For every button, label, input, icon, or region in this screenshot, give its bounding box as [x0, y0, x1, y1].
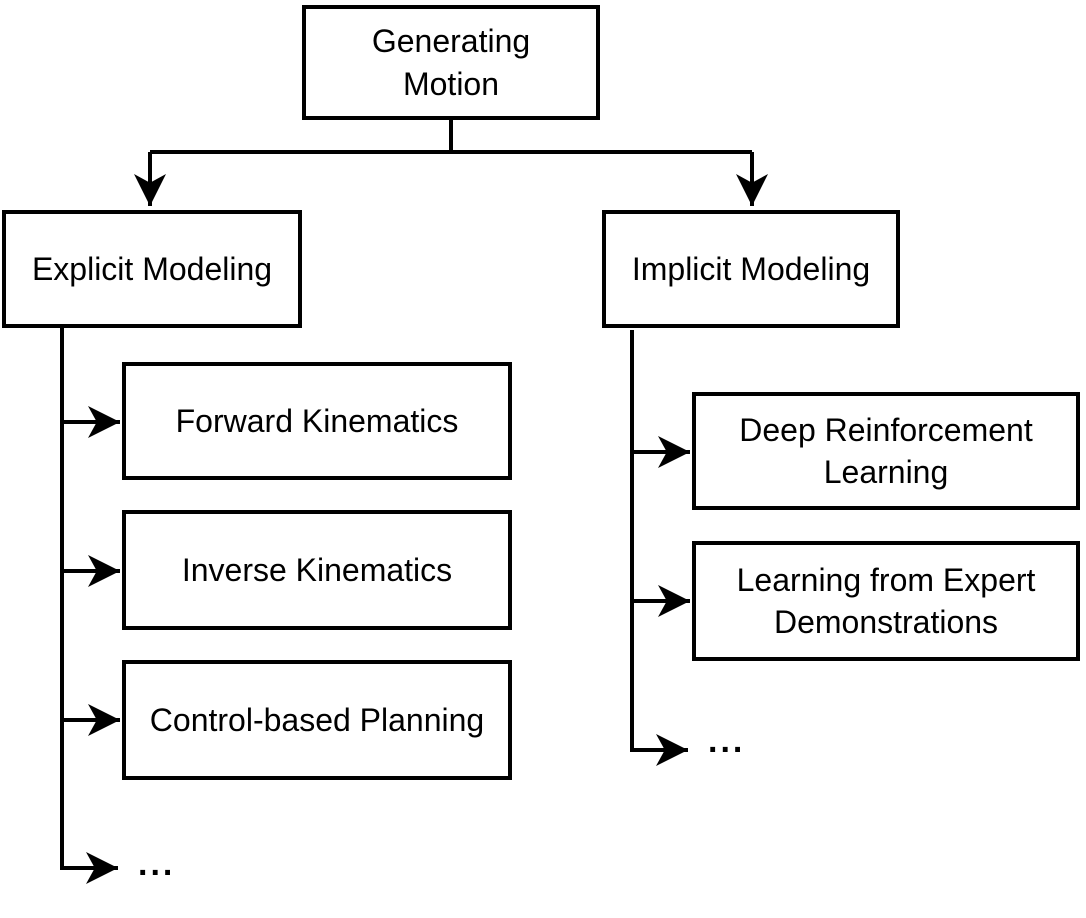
node-learning-from-expert-demonstrations: Learning from Expert Demonstrations [692, 541, 1080, 661]
node-implicit-modeling-label: Implicit Modeling [631, 250, 871, 287]
node-forward-kinematics-label: Forward Kinematics [175, 402, 459, 439]
node-deep-reinforcement-learning-label: Deep Reinforcement Learning [739, 411, 1033, 490]
node-control-based-planning-label: Control-based Planning [149, 701, 485, 738]
node-learning-from-expert-demonstrations-label: Learning from Expert Demonstrations [736, 561, 1036, 640]
explicit-more-ellipsis: ... [138, 845, 176, 883]
node-generating-motion-label: Generating Motion [371, 23, 531, 102]
node-control-based-planning: Control-based Planning [122, 660, 512, 780]
node-forward-kinematics: Forward Kinematics [122, 362, 512, 480]
edge-explicit-rail [60, 328, 118, 884]
node-explicit-modeling: Explicit Modeling [2, 210, 302, 328]
implicit-more-ellipsis: ... [708, 722, 746, 760]
node-inverse-kinematics: Inverse Kinematics [122, 510, 512, 630]
node-deep-reinforcement-learning: Deep Reinforcement Learning [692, 392, 1080, 510]
edge-implicit-rail [630, 330, 688, 766]
node-explicit-modeling-label: Explicit Modeling [31, 250, 273, 287]
node-inverse-kinematics-label: Inverse Kinematics [181, 551, 453, 588]
node-generating-motion: Generating Motion [302, 5, 600, 120]
node-implicit-modeling: Implicit Modeling [602, 210, 900, 328]
